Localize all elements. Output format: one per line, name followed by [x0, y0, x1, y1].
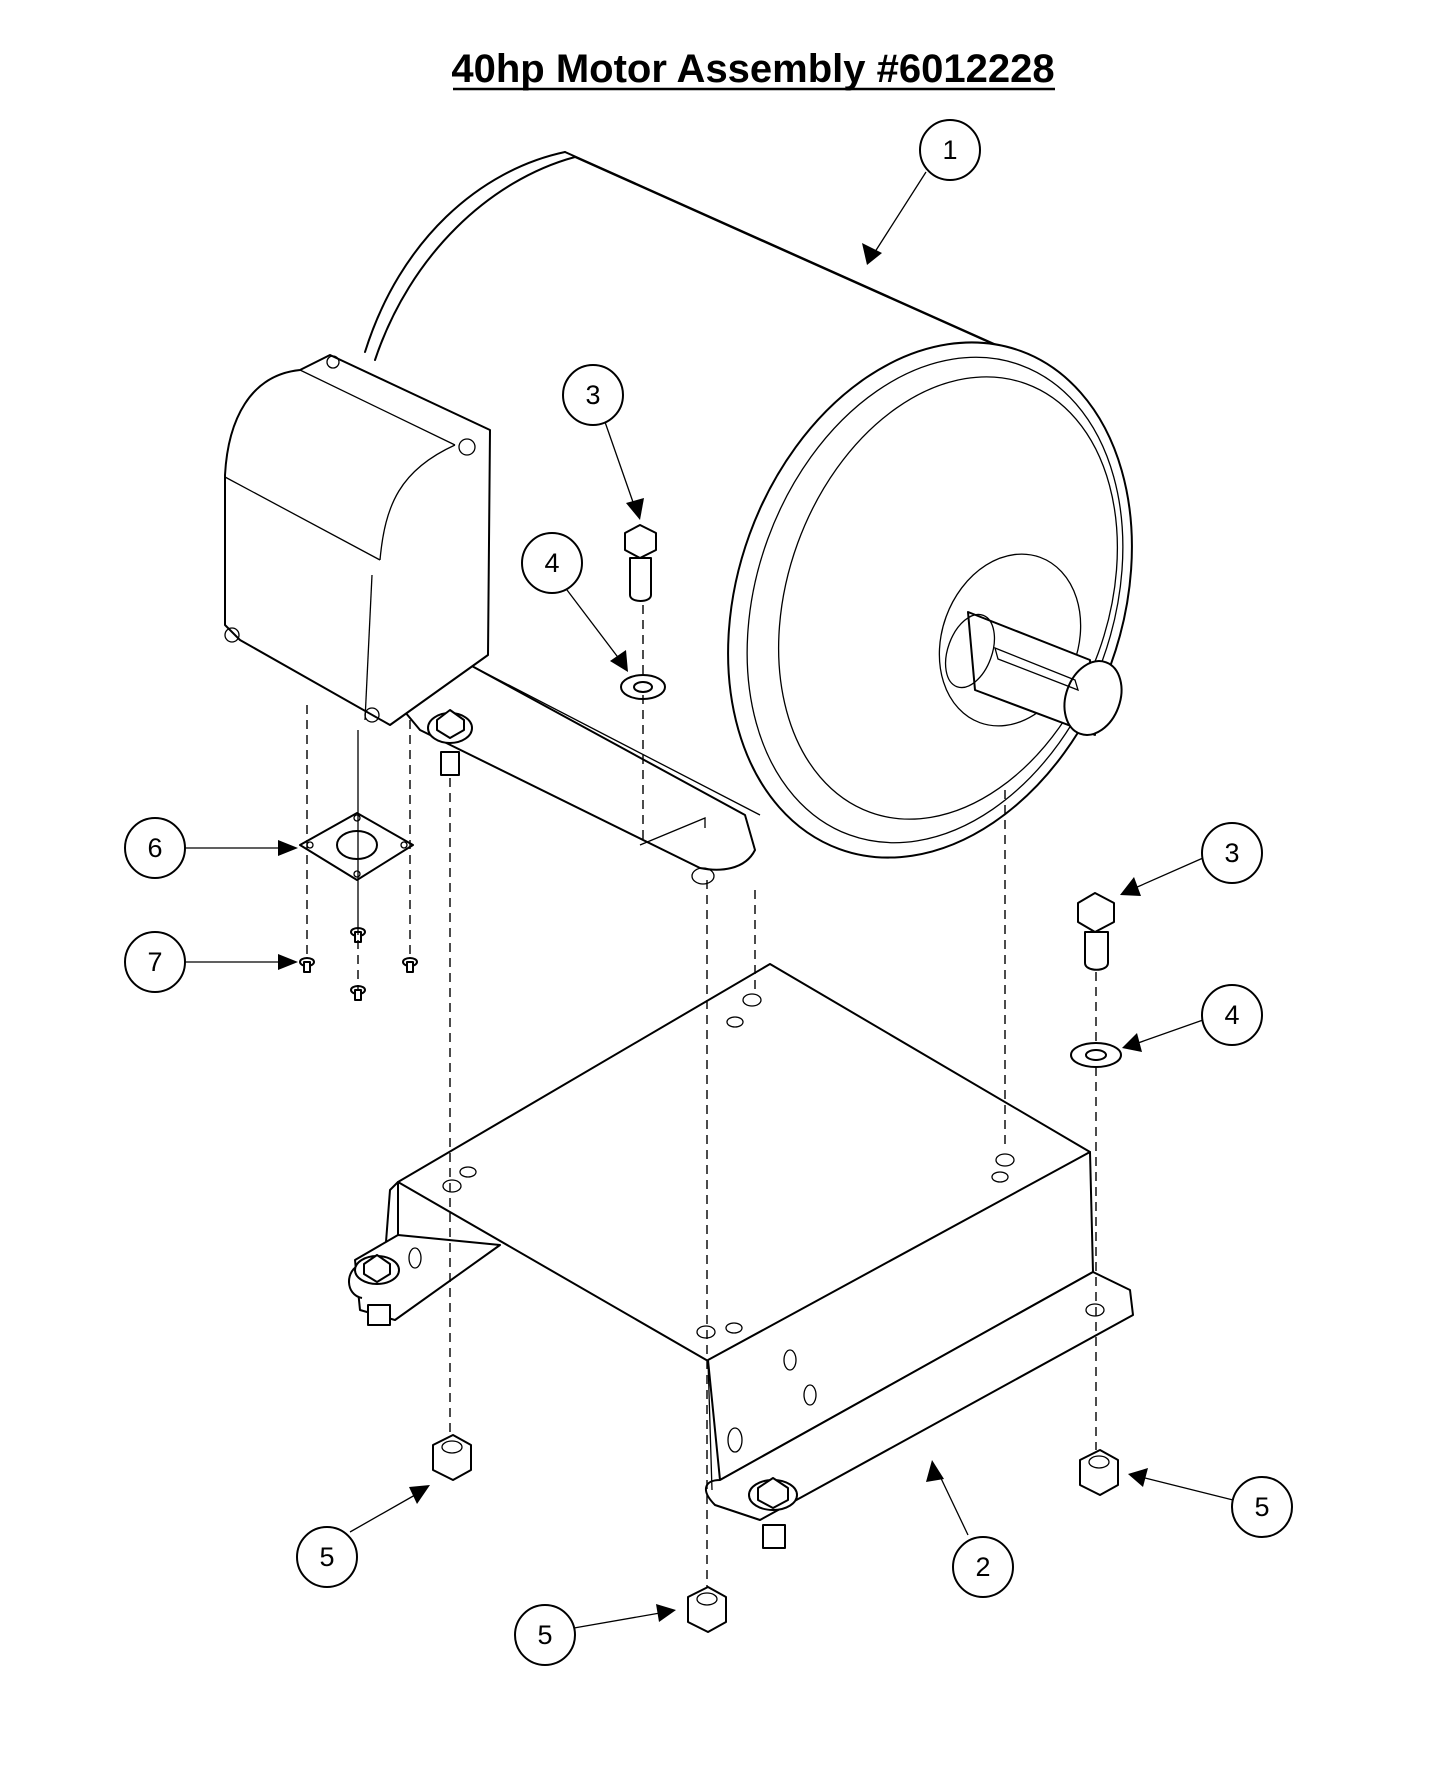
- hex-bolt-right: [1077, 892, 1115, 971]
- callout-2: 2: [926, 1460, 1014, 1598]
- callout-7-label: 7: [147, 947, 162, 977]
- callout-6-label: 6: [147, 833, 162, 863]
- callout-3-top-label: 3: [585, 380, 600, 410]
- callout-5-center: 5: [514, 1604, 676, 1666]
- assembly-lines: [306, 605, 1097, 1587]
- page-title-group: 40hp Motor Assembly #6012228: [451, 47, 1055, 91]
- callout-3-right-label: 3: [1224, 838, 1239, 868]
- motor-part: [224, 151, 1133, 885]
- callout-4-right-label: 4: [1224, 1000, 1239, 1030]
- callout-5-right-label: 5: [1254, 1492, 1269, 1522]
- gasket-plate: [299, 812, 414, 881]
- hex-bolt-left: [624, 524, 657, 602]
- callout-2-label: 2: [975, 1552, 990, 1582]
- callout-1: 1: [862, 119, 981, 265]
- hex-nut-right: [1079, 1449, 1119, 1496]
- callout-5-left-label: 5: [319, 1542, 334, 1572]
- callout-3-top: 3: [562, 364, 644, 520]
- callout-4-right: 4: [1122, 984, 1263, 1052]
- hex-nut-center: [687, 1586, 727, 1633]
- callout-4-left-label: 4: [544, 548, 559, 578]
- hex-nut-left: [432, 1434, 472, 1481]
- flat-washer-right: [1070, 1042, 1122, 1068]
- callout-5-right: 5: [1128, 1468, 1293, 1538]
- callout-3-right: 3: [1120, 822, 1263, 896]
- page-title: 40hp Motor Assembly #6012228: [451, 47, 1054, 91]
- callout-6: 6: [124, 817, 298, 879]
- callout-7: 7: [124, 931, 298, 993]
- callout-5-center-label: 5: [537, 1620, 552, 1650]
- callout-5-left: 5: [296, 1485, 430, 1588]
- screws: [299, 927, 418, 1001]
- motor-base-part: [348, 963, 1134, 1549]
- callout-1-label: 1: [942, 135, 957, 165]
- callout-4-left: 4: [521, 532, 628, 672]
